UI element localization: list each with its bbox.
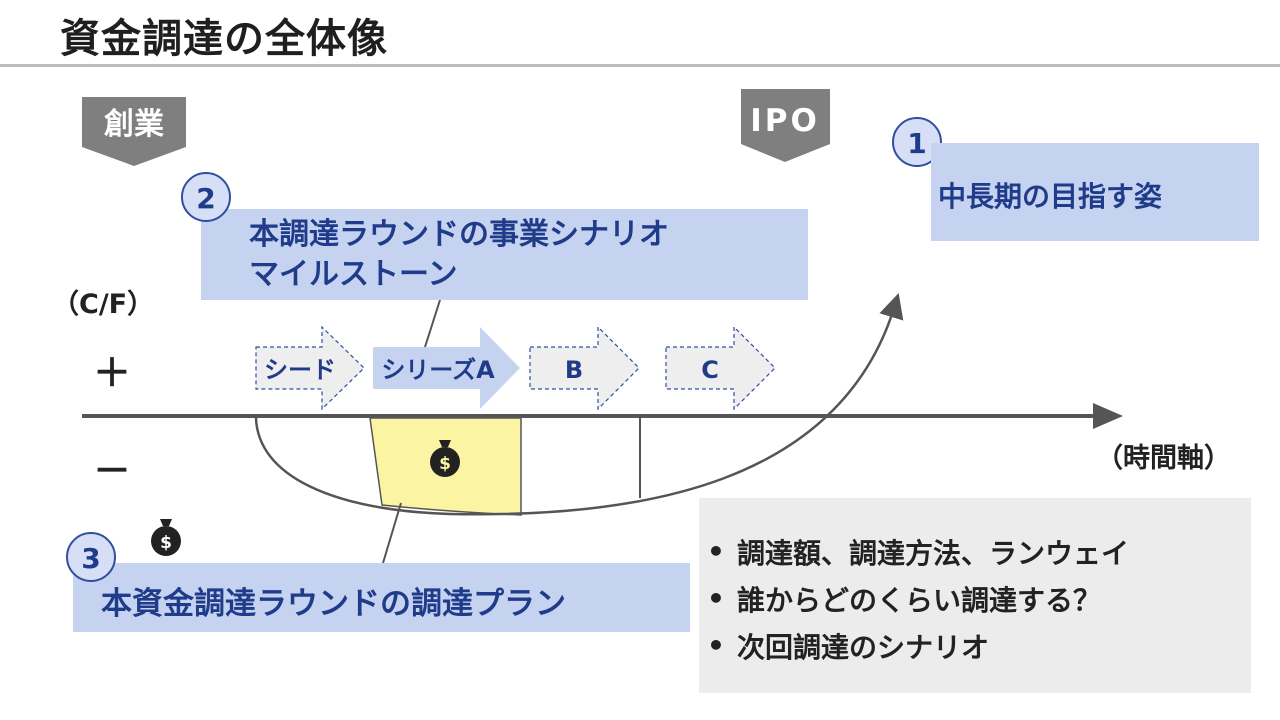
founding-marker: 創業 (82, 97, 186, 166)
svg-text:$: $ (439, 454, 451, 474)
page-title: 資金調達の全体像 (60, 16, 388, 62)
list-item: • 調達額、調達方法、ランウェイ (707, 528, 1251, 575)
scenario-number-badge: 2 (181, 172, 231, 222)
founding-label: 創業 (104, 107, 164, 142)
plan-details-list: • 調達額、調達方法、ランウェイ • 誰からどのくらい調達する？ • 次回調達の… (699, 498, 1251, 693)
goal-callout: 中長期の目指す姿 (931, 143, 1259, 241)
bullet-text: 誰からどのくらい調達する？ (737, 583, 1102, 617)
goal-number-badge: 1 (892, 117, 942, 167)
time-axis-arrowhead (1093, 403, 1123, 429)
list-item: • 次回調達のシナリオ (707, 622, 1251, 669)
scenario-line-1: 本調達ラウンドの事業シナリオ (249, 217, 669, 252)
bullet-text: 調達額、調達方法、ランウェイ (737, 536, 1130, 570)
scenario-line-2: マイルストーン (249, 257, 458, 292)
x-axis-label: （時間軸） (1096, 443, 1231, 474)
bullet-text: 次回調達のシナリオ (737, 630, 990, 664)
y-axis-label: （C/F） (52, 289, 154, 320)
stage-seed-label: シード (264, 356, 336, 384)
stage-seed: シード (255, 325, 365, 411)
scenario-callout: 本調達ラウンドの事業シナリオ マイルストーン (201, 209, 808, 300)
stage-series-a: シリーズA (373, 327, 520, 409)
scenario-connector (424, 299, 441, 348)
money-bag-icon: $ (430, 440, 460, 477)
plan-connector (382, 502, 402, 564)
stage-b-label: B (565, 356, 583, 384)
plan-number-badge: 3 (66, 532, 116, 582)
plan-text: 本資金調達ラウンドの調達プラン (101, 586, 566, 622)
bullet-icon: • (707, 629, 725, 662)
stage-b: B (529, 325, 640, 411)
money-bag-icon: $ (151, 519, 181, 556)
stage-series-a-label: シリーズA (381, 356, 495, 384)
minus-sign: － (93, 449, 131, 493)
goal-text: 中長期の目指す姿 (938, 180, 1163, 213)
ipo-marker: IPO (741, 89, 830, 162)
plan-callout: 本資金調達ラウンドの調達プラン (73, 563, 690, 632)
bullet-icon: • (707, 582, 725, 615)
cash-flow-curve (254, 293, 904, 516)
stage-c: C (665, 325, 776, 411)
list-item: • 誰からどのくらい調達する？ (707, 575, 1251, 622)
title-divider (0, 64, 1280, 67)
plus-sign: ＋ (93, 351, 131, 395)
ipo-label: IPO (750, 103, 820, 139)
svg-text:$: $ (160, 533, 172, 553)
stage-c-label: C (701, 356, 719, 384)
bullet-icon: • (707, 535, 725, 568)
